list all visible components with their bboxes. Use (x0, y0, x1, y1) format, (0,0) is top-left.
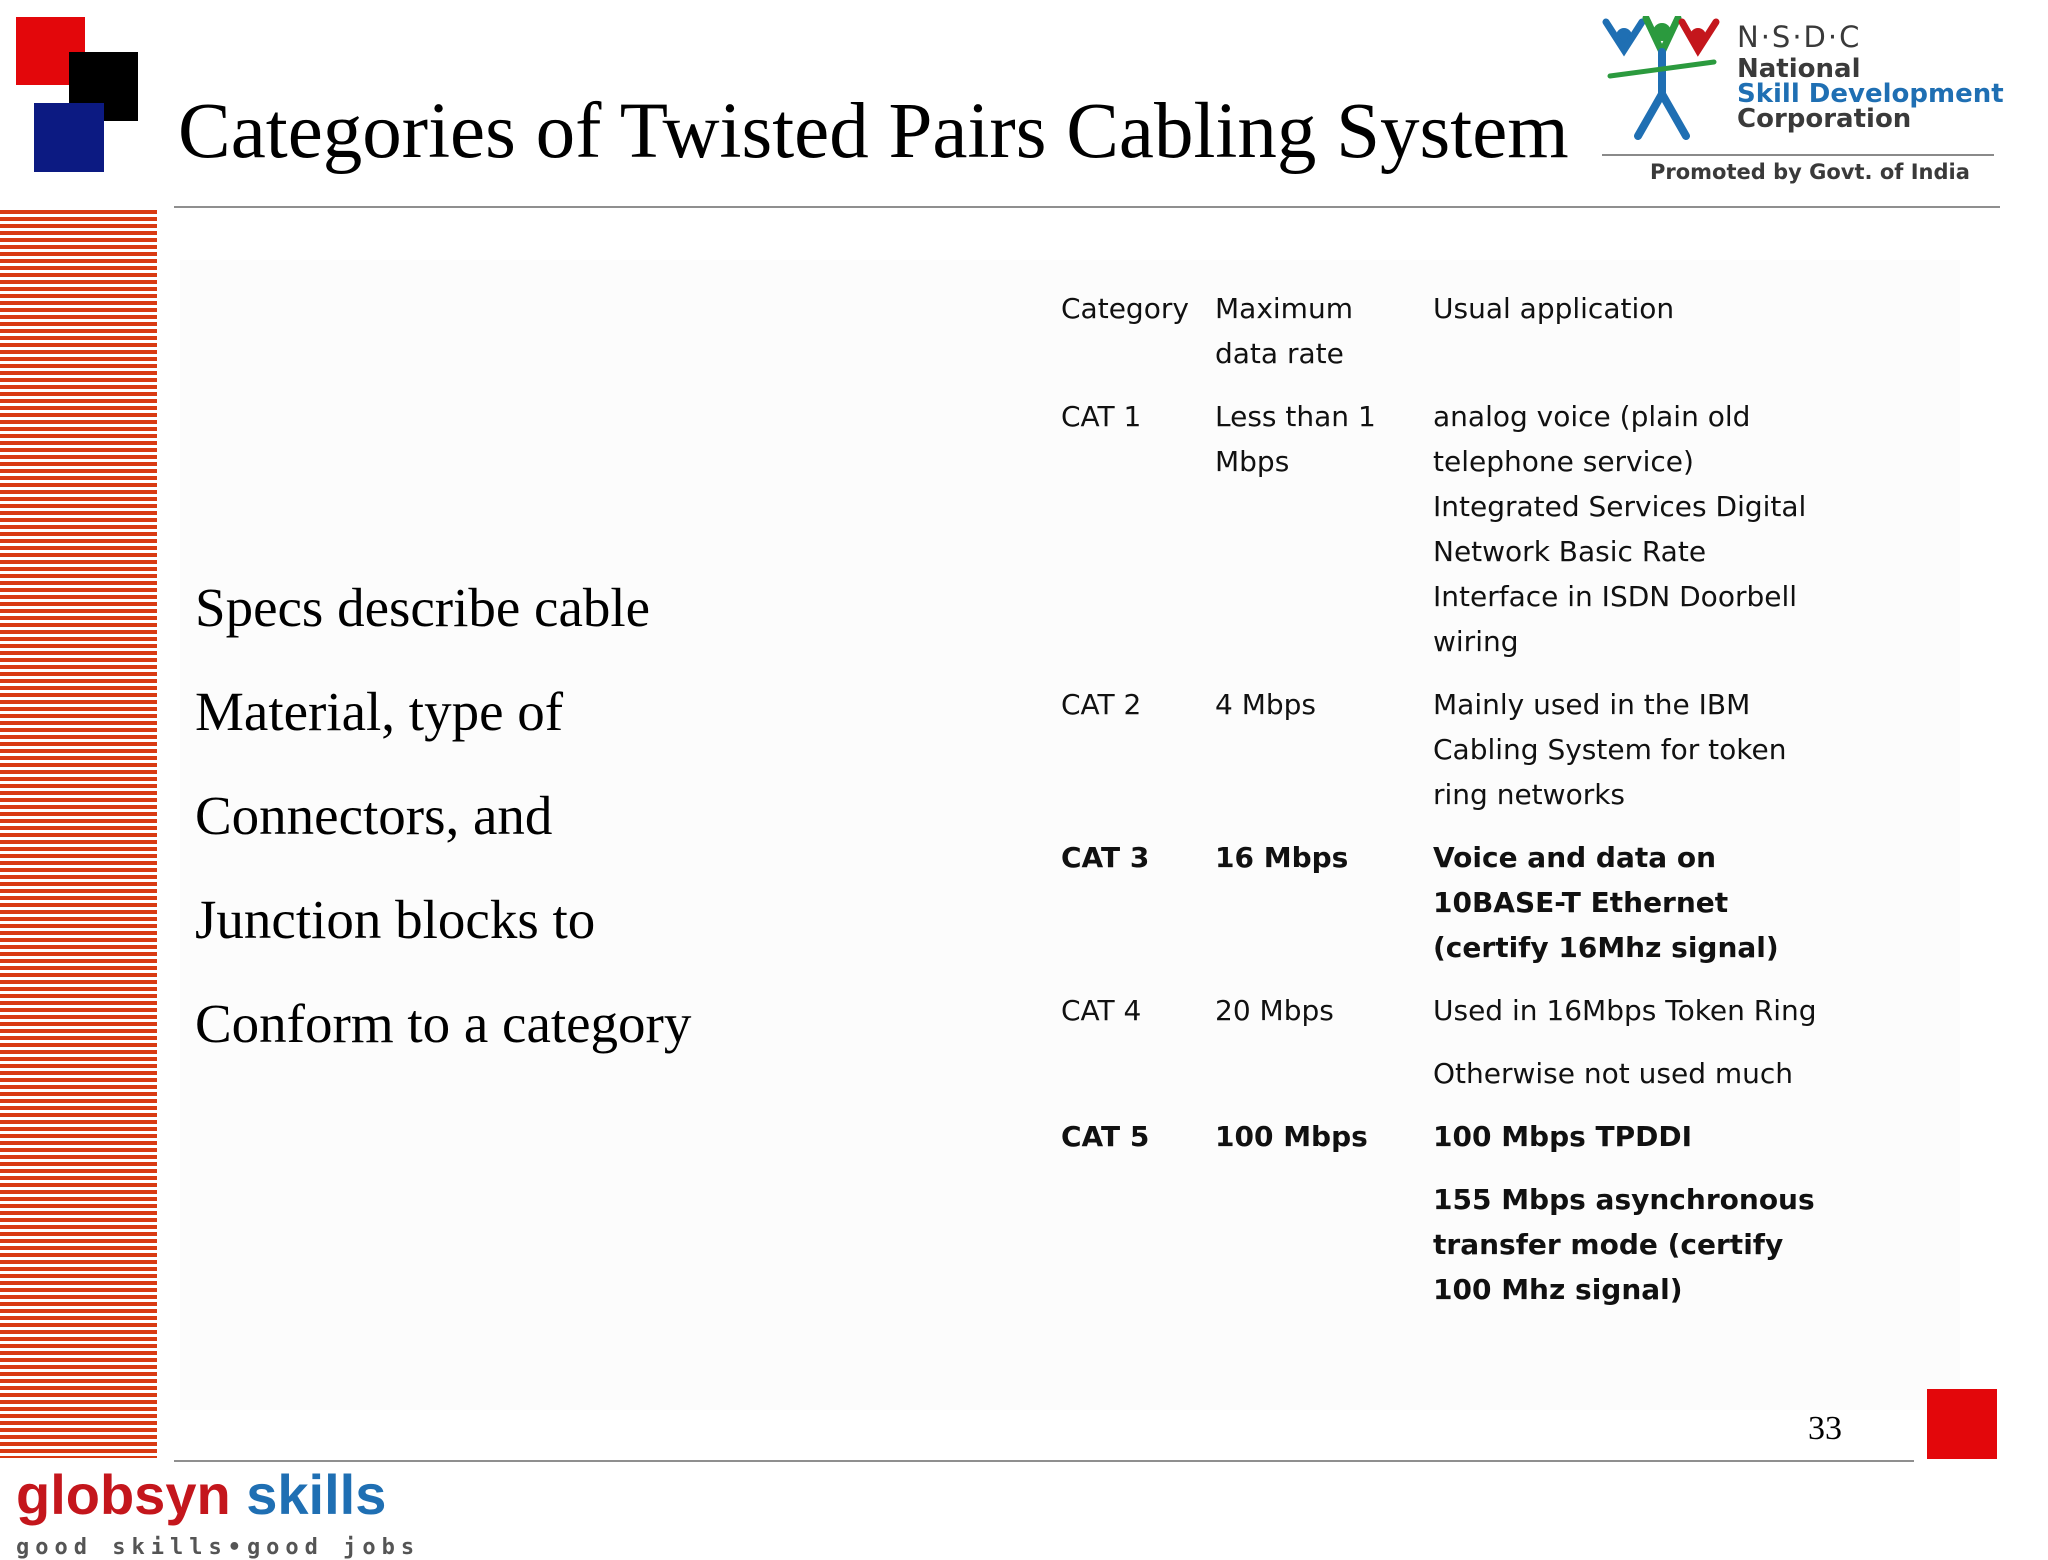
cabling-table: Category Maximum data rate Usual applica… (1061, 286, 1821, 1330)
bullet-text: Specs describe cable Material, type of C… (195, 556, 691, 1076)
header-application: Usual application (1433, 292, 1675, 325)
bullet-line: Connectors, and (195, 785, 553, 846)
application-text: 155 Mbps asynchronous transfer mode (cer… (1433, 1183, 1815, 1306)
bullet-line: Junction blocks to (195, 889, 596, 950)
page-number: 33 (1808, 1410, 1842, 1447)
bullet-line: Material, type of (195, 681, 564, 742)
logo-name-line2: Skill Development (1737, 79, 2004, 109)
brand-name-part1: globsyn (16, 1463, 231, 1526)
content-area (180, 260, 1960, 1410)
cell-rate: Less than 1 Mbps (1215, 400, 1376, 478)
table-row: CAT 1 Less than 1 Mbps analog voice (pla… (1061, 394, 1821, 682)
decor-square-blue (34, 103, 104, 172)
logo-name-line1: National (1737, 54, 1861, 84)
brand-name-part2: skills (230, 1463, 387, 1526)
cell-category: CAT 1 (1061, 400, 1142, 433)
cell-rate: 4 Mbps (1215, 688, 1317, 721)
cell-application: analog voice (plain old telephone servic… (1433, 394, 1821, 682)
cell-category: CAT 5 (1061, 1120, 1150, 1153)
table-row: CAT 5 100 Mbps 100 Mbps TPDDI 155 Mbps a… (1061, 1114, 1821, 1330)
logo-tagline: Promoted by Govt. of India (1650, 160, 1970, 184)
table-row: CAT 3 16 Mbps Voice and data on 10BASE-T… (1061, 835, 1821, 988)
nsdc-logo: N·S·D·C National Skill Development Corpo… (1602, 14, 2004, 188)
cell-application: Mainly used in the IBM Cabling System fo… (1433, 682, 1821, 835)
table-row: CAT 4 20 Mbps Used in 16Mbps Token Ring … (1061, 988, 1821, 1114)
nsdc-people-icon (1602, 16, 1720, 140)
header-max-rate: Maximum data rate (1215, 286, 1433, 394)
logo-acronym: N·S·D·C (1737, 20, 1862, 54)
application-text: 100 Mbps TPDDI (1433, 1120, 1693, 1153)
cell-application: Used in 16Mbps Token Ring Otherwise not … (1433, 988, 1821, 1114)
globsyn-logo: globsyn skills good skills•good jobs (16, 1465, 420, 1560)
cell-rate: 20 Mbps (1215, 994, 1334, 1027)
bullet-line: Specs describe cable (195, 577, 651, 638)
cell-application: 100 Mbps TPDDI 155 Mbps asynchronous tra… (1433, 1114, 1821, 1330)
brand-name: globsyn skills (16, 1465, 420, 1525)
application-text: analog voice (plain old telephone servic… (1433, 400, 1807, 658)
cell-rate: 16 Mbps (1215, 841, 1349, 874)
table-row: CAT 2 4 Mbps Mainly used in the IBM Cabl… (1061, 682, 1821, 835)
application-text: Voice and data on 10BASE-T Ethernet (cer… (1433, 841, 1779, 964)
logo-divider (1602, 154, 1994, 156)
bullet-line: Conform to a category (195, 993, 692, 1054)
application-text: Used in 16Mbps Token Ring (1433, 994, 1817, 1027)
footer-divider (174, 1460, 1914, 1462)
striped-sidebar (0, 210, 157, 1458)
header-max-rate-line2: data rate (1215, 337, 1344, 370)
header-category: Category (1061, 292, 1189, 325)
cell-rate: 100 Mbps (1215, 1120, 1368, 1153)
logo-name-line3: Corporation (1737, 104, 1912, 134)
cell-category: CAT 4 (1061, 994, 1142, 1027)
brand-tagline: good skills•good jobs (16, 1535, 421, 1560)
header-max-rate-line1: Maximum (1215, 292, 1353, 325)
cell-category: CAT 2 (1061, 688, 1142, 721)
application-text: Mainly used in the IBM Cabling System fo… (1433, 688, 1787, 811)
table-header-row: Category Maximum data rate Usual applica… (1061, 286, 1821, 394)
cell-category: CAT 3 (1061, 841, 1150, 874)
cell-application: Voice and data on 10BASE-T Ethernet (cer… (1433, 835, 1821, 988)
decor-square-red-corner (1927, 1389, 1997, 1459)
application-text: Otherwise not used much (1433, 1057, 1794, 1090)
slide-title: Categories of Twisted Pairs Cabling Syst… (178, 88, 1569, 175)
header-divider (174, 206, 2000, 208)
